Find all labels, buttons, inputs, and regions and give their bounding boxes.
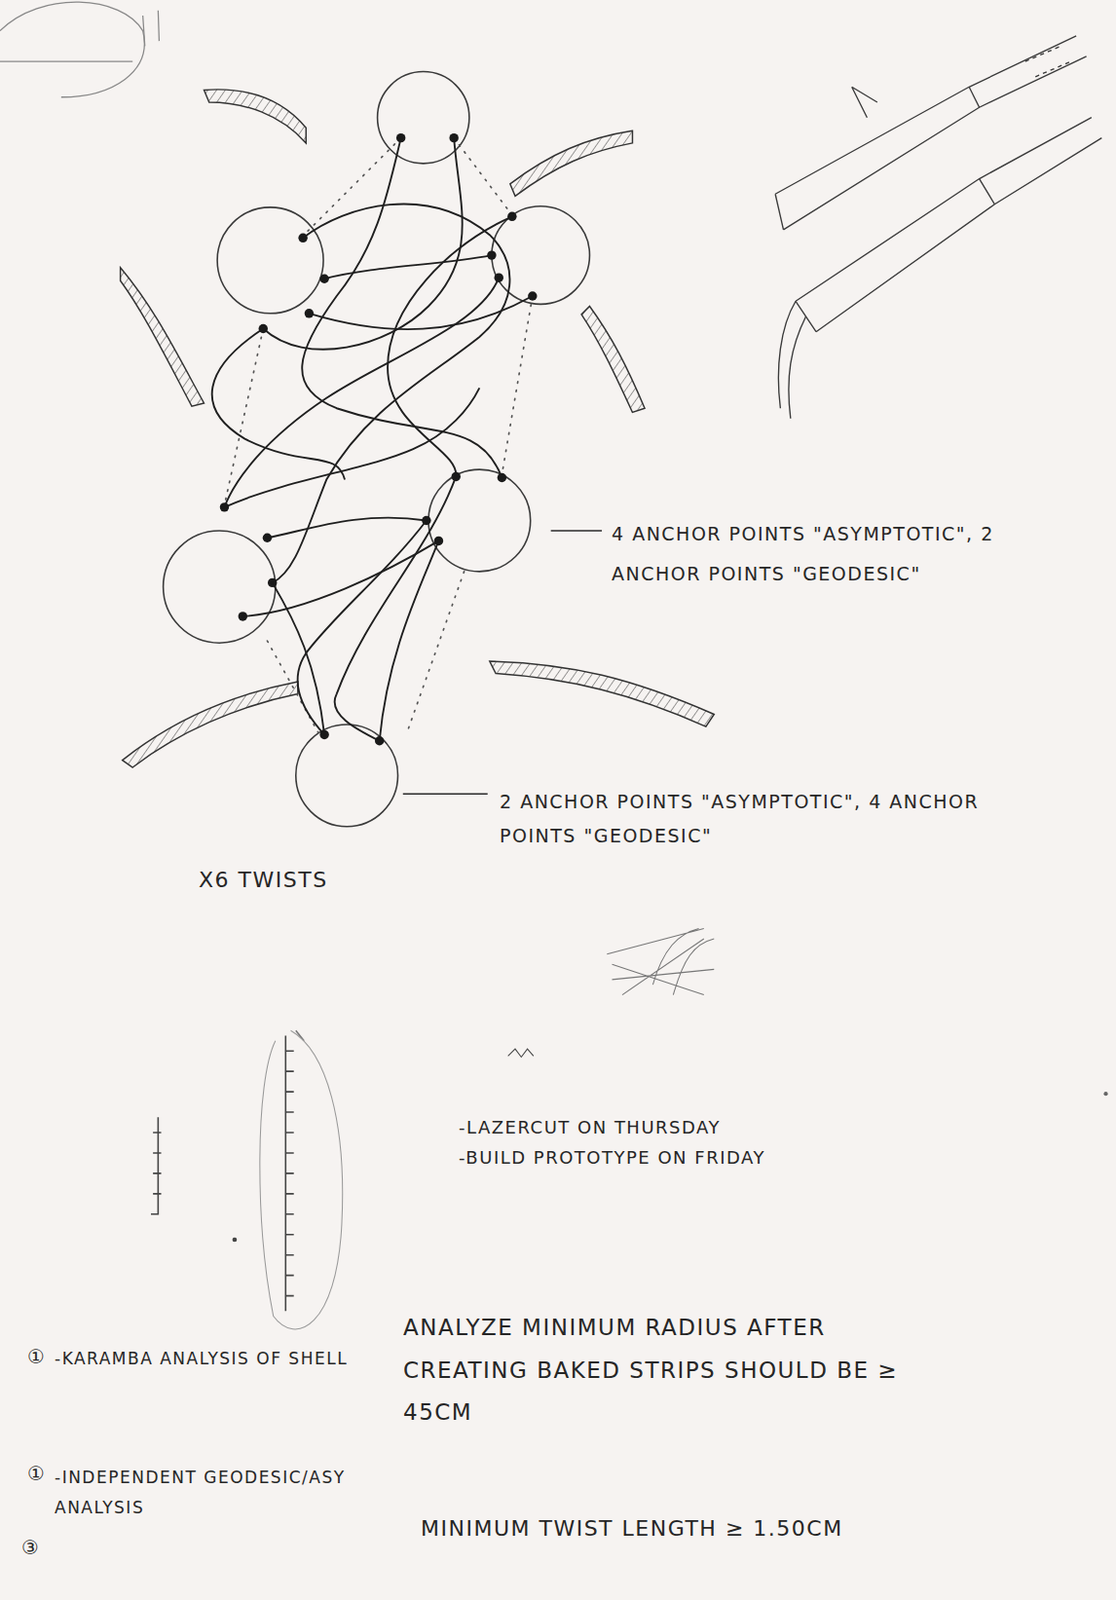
step-number: ① bbox=[27, 1343, 46, 1370]
step-note: -INDEPENDENT GEODESIC/ASY ANALYSIS bbox=[54, 1462, 376, 1523]
schedule-note: -BUILD PROTOTYPE ON FRIDAY bbox=[458, 1146, 766, 1169]
anchor-note: 2 ANCHOR POINTS "ASYMPTOTIC", 4 ANCHOR P… bbox=[499, 784, 987, 854]
schedule-note: -LAZERCUT ON THURSDAY bbox=[458, 1116, 721, 1139]
anchor-note: 4 ANCHOR POINTS "ASYMPTOTIC", 2 ANCHOR P… bbox=[611, 514, 1089, 595]
analysis-note: ANALYZE MINIMUM RADIUS AFTER CREATING BA… bbox=[403, 1306, 949, 1435]
constraint-note: MINIMUM TWIST LENGTH ≥ 1.50CM bbox=[420, 1515, 844, 1544]
twist-count: X6 TWISTS bbox=[198, 866, 329, 895]
step-number: ③ bbox=[21, 1534, 40, 1561]
step-number: ① bbox=[27, 1460, 46, 1487]
step-note: -KARAMBA ANALYSIS OF SHELL bbox=[54, 1345, 367, 1373]
